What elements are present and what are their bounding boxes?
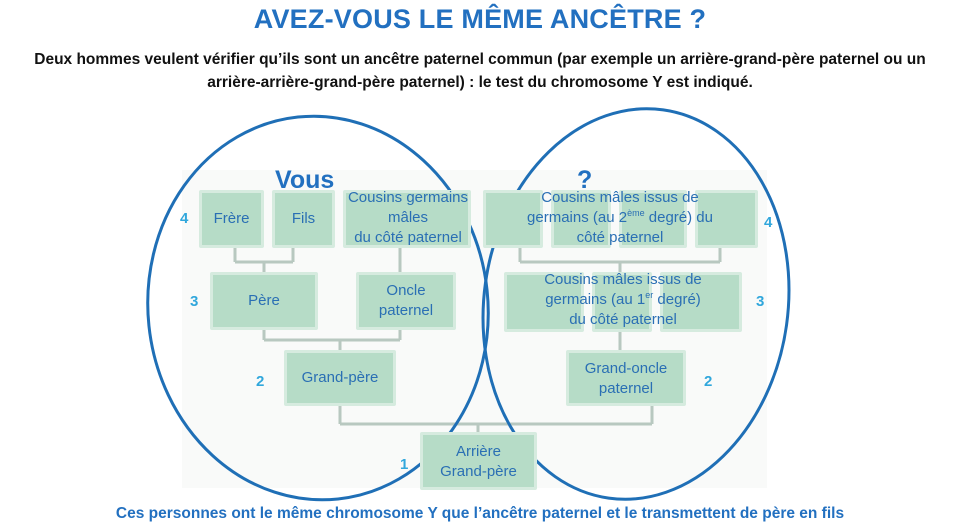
label-grand-pere: Grand-père [301, 369, 379, 386]
box-grand-pere [284, 350, 396, 406]
label-cousins-germains-line-2: mâles [387, 209, 428, 226]
generation-number-left-2: 2 [256, 373, 265, 390]
label-frere: Frère [213, 210, 250, 227]
question-label: ? [577, 166, 593, 194]
box-right-gen4-b [551, 190, 611, 248]
box-oncle [356, 272, 456, 330]
vous-label: Vous [275, 166, 335, 194]
generation-number-left-4: 4 [180, 210, 189, 227]
connector-gen4-left [233, 247, 295, 274]
connector-gen4-right [518, 247, 722, 274]
box-cousins-1er [504, 272, 584, 332]
box-right-gen4-d [695, 190, 758, 248]
label-cousins-2eme-line-2: germains (au 2ème degré) du [500, 208, 740, 228]
label-cousins-germains-line-1: Cousins germains [347, 189, 469, 206]
label-grand-oncle: Grand-oncle paternel [566, 359, 686, 399]
box-fils [272, 190, 335, 248]
box-cousins-1er-c [660, 272, 742, 332]
generation-number-left-3: 3 [190, 293, 199, 310]
label-cousins-germains: Cousins germains mâles du côté paternel [338, 188, 478, 248]
box-pere [210, 272, 318, 330]
label-arriere-grand-pere: Arrière Grand-père [420, 442, 537, 482]
left-ellipse [146, 114, 490, 502]
label-oncle: Oncle paternel [356, 281, 456, 321]
label-cousins-2eme-line-3: côté paternel [576, 229, 664, 246]
label-cousins-germains-line-3: du côté paternel [354, 229, 462, 246]
label-cousins-1er: Cousins mâles issus de germains (au 1er … [500, 270, 746, 330]
box-frere [199, 190, 264, 248]
subtitle-line-2: arrière-arrière-grand-père paternel) : l… [207, 74, 753, 91]
box-right-gen4-a [483, 190, 543, 248]
box-grand-oncle [566, 350, 686, 406]
generation-number-root-1: 1 [400, 456, 409, 473]
box-right-gen4-c [619, 190, 687, 248]
connector-gen3-left [262, 328, 402, 352]
page-title: AVEZ-VOUS LE MÊME ANCÊTRE ? [253, 4, 707, 34]
label-cousins-2eme-line-2b: degré) du [644, 209, 713, 226]
label-cousins-1er-line-2b: degré) [653, 291, 701, 308]
box-cousins-1er-b [592, 272, 652, 332]
label-fils: Fils [291, 210, 316, 227]
box-arriere-grand-pere [420, 432, 537, 490]
label-cousins-2eme: Cousins mâles issus de germains (au 2ème… [500, 188, 740, 248]
box-cousins-germains [343, 190, 471, 248]
footer-note: Ces personnes ont le même chromosome Y q… [115, 505, 845, 522]
label-oncle-line-1: Oncle [386, 282, 426, 299]
label-cousins-2eme-line-1: Cousins mâles issus de [541, 189, 699, 206]
label-cousins-1er-line-3: du côté paternel [569, 311, 677, 328]
generation-number-right-3: 3 [756, 293, 765, 310]
label-pere: Père [248, 292, 280, 309]
right-ellipse [481, 107, 791, 501]
generation-number-right-2: 2 [704, 373, 713, 390]
generation-number-right-4: 4 [764, 214, 773, 231]
label-cousins-2eme-line-2a: germains (au 2 [527, 209, 628, 226]
subtitle: Deux hommes veulent vérifier qu’ils sont… [20, 48, 940, 94]
label-cousins-1er-line-1: Cousins mâles issus de [544, 271, 702, 288]
subtitle-line-1: Deux hommes veulent vérifier qu’ils sont… [34, 51, 926, 68]
connector-gen2-root [338, 404, 654, 434]
label-oncle-line-2: paternel [378, 302, 434, 319]
label-arriere-line-2: Grand-père [440, 463, 517, 480]
label-grand-oncle-line-1: Grand-oncle [584, 360, 668, 377]
label-cousins-1er-line-2: germains (au 1er degré) [500, 290, 746, 310]
label-cousins-2eme-sup: ème [627, 208, 645, 218]
label-grand-oncle-line-2: paternel [598, 380, 654, 397]
label-cousins-1er-sup: er [645, 290, 654, 300]
label-arriere-line-1: Arrière [455, 443, 501, 460]
label-cousins-1er-line-2a: germains (au 1 [545, 291, 646, 308]
